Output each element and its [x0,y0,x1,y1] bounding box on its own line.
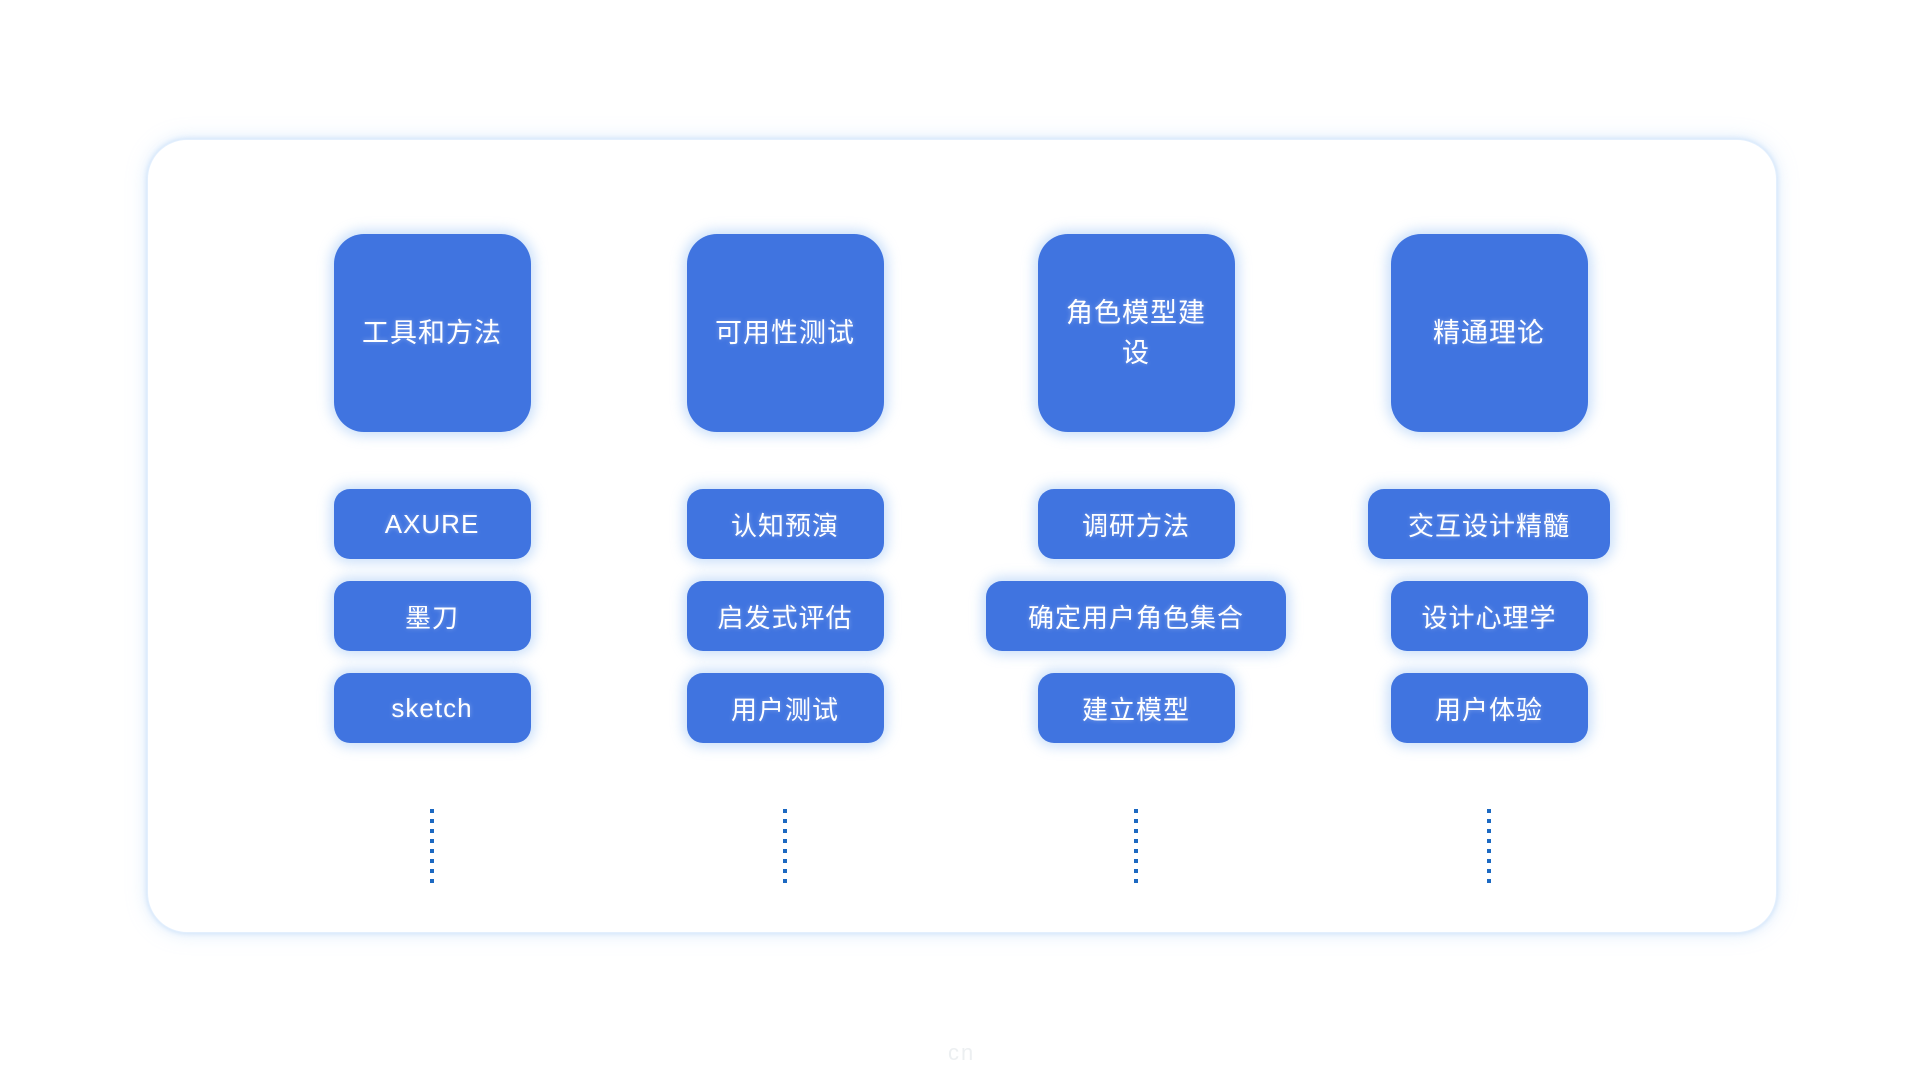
node-label: sketch [391,692,473,723]
node-item-modao[interactable]: 墨刀 [333,581,531,651]
continuation-dots-icon [1487,809,1491,885]
node-item-interaction-design-essence[interactable]: 交互设计精髓 [1368,489,1610,559]
node-item-research-methods[interactable]: 调研方法 [1037,489,1235,559]
diagram-column-tools: 工具和方法 AXURE 墨刀 sketch [272,234,592,885]
diagram-column-persona: 角色模型建设 调研方法 确定用户角色集合 建立模型 [976,234,1296,885]
node-item-build-model[interactable]: 建立模型 [1037,673,1235,743]
node-label: 建立模型 [1081,694,1190,725]
diagram-card: 工具和方法 AXURE 墨刀 sketch 可用性测试 认知预演 启发式评估 [147,139,1777,933]
node-label: AXURE [384,508,480,539]
node-label: 用户测试 [730,694,839,725]
watermark: cn [948,1040,976,1065]
node-item-heuristic-evaluation[interactable]: 启发式评估 [686,581,884,651]
node-label: 精通理论 [1433,318,1545,348]
node-item-user-experience[interactable]: 用户体验 [1390,673,1588,743]
node-label: 可用性测试 [715,318,855,348]
diagram-column-theory: 精通理论 交互设计精髓 设计心理学 用户体验 [1329,234,1649,885]
diagram-column-usability: 可用性测试 认知预演 启发式评估 用户测试 [625,234,945,885]
node-header-usability[interactable]: 可用性测试 [686,234,884,432]
node-item-user-testing[interactable]: 用户测试 [686,673,884,743]
node-label: 角色模型建设 [1066,298,1206,368]
node-label: 调研方法 [1081,510,1190,541]
node-label: 工具和方法 [362,318,502,348]
node-header-theory[interactable]: 精通理论 [1390,234,1588,432]
node-label: 墨刀 [404,602,459,633]
node-item-define-user-role-set[interactable]: 确定用户角色集合 [986,581,1286,651]
node-label: 认知预演 [730,510,839,541]
node-item-design-psychology[interactable]: 设计心理学 [1390,581,1588,651]
node-item-axure[interactable]: AXURE [333,489,531,559]
node-header-tools[interactable]: 工具和方法 [333,234,531,432]
node-label: 交互设计精髓 [1407,510,1570,541]
node-item-sketch[interactable]: sketch [333,673,531,743]
node-label: 启发式评估 [717,602,853,633]
node-label: 设计心理学 [1421,602,1557,633]
node-label: 确定用户角色集合 [1027,602,1244,633]
node-item-cognitive-walkthrough[interactable]: 认知预演 [686,489,884,559]
node-label: 用户体验 [1434,694,1543,725]
continuation-dots-icon [783,809,787,885]
continuation-dots-icon [1134,809,1138,885]
node-header-persona[interactable]: 角色模型建设 [1037,234,1235,432]
continuation-dots-icon [430,809,434,885]
